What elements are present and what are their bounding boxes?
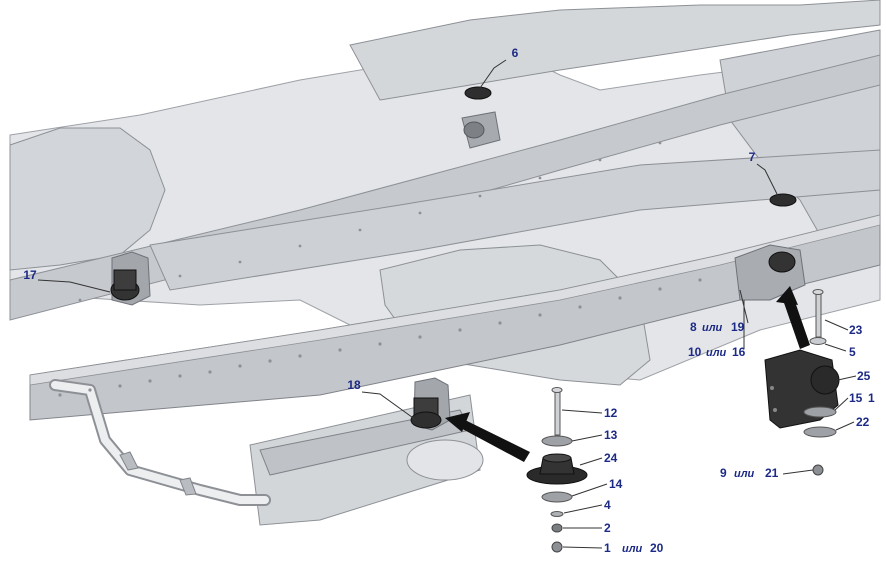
washer-4 [550,511,564,517]
label-12: 12 [604,406,618,420]
label-ili-9-21: или [734,468,755,480]
label-7: 7 [749,150,756,164]
bracket-25-hole-1 [770,386,774,390]
label-23: 23 [849,323,863,337]
label-5: 5 [849,345,856,359]
label-14: 14 [609,477,623,491]
mount-25 [810,365,840,395]
label-9: 9 [720,466,727,480]
label-22: 22 [856,415,870,429]
washer-15 [803,406,837,418]
label-24: 24 [604,451,618,465]
bracket-25-hole-2 [773,408,777,412]
washer-13 [541,435,573,447]
arrow-left-head [445,412,470,432]
tube-bracket-2 [179,477,197,496]
upper-frame [349,0,881,101]
label-15: 15 [849,391,863,405]
mount-24-top [542,453,572,463]
label-4: 4 [604,498,611,512]
mount-18 [410,411,442,429]
washer-5 [809,337,827,345]
nut-21 [812,464,824,476]
bolt-12 [554,389,561,436]
cross-member [149,149,881,291]
label-21: 21 [765,466,779,480]
label-1-right: 1 [868,391,875,405]
label-6: 6 [512,46,519,60]
label-17: 17 [23,268,37,282]
pad-6 [464,86,492,100]
tube-bracket [119,451,139,471]
label-19: 19 [731,320,745,334]
label-ili-1-20: или [622,543,643,555]
label-1: 1 [604,541,611,555]
mount-right [768,251,796,273]
label-ili-8-19: или [702,322,723,334]
label-2: 2 [604,521,611,535]
washer-14 [541,491,573,503]
lower-frame-boss [406,439,484,481]
arrow-left [455,420,530,462]
label-16: 16 [732,345,746,359]
arrow-right [783,296,810,349]
washer-22 [803,426,837,438]
arrow-right-head [776,286,798,305]
label-18: 18 [347,378,361,392]
wheel-arch-left [9,127,166,271]
mount-17-body [113,269,137,291]
label-20: 20 [650,541,664,555]
label-25: 25 [857,369,871,383]
bolt-23 [815,291,822,338]
washer-2 [551,523,563,533]
nut-1 [551,541,563,553]
label-ili-10-16: или [706,347,727,359]
bracket-upper-bush [463,121,485,139]
pad-7 [769,193,797,207]
label-13: 13 [604,428,618,442]
leader-lines [37,59,857,549]
bolt-23-head [812,289,824,295]
label-10: 10 [688,345,702,359]
side-rail-front-top [29,214,881,386]
bolt-12-head [551,387,563,393]
label-8: 8 [690,320,697,334]
